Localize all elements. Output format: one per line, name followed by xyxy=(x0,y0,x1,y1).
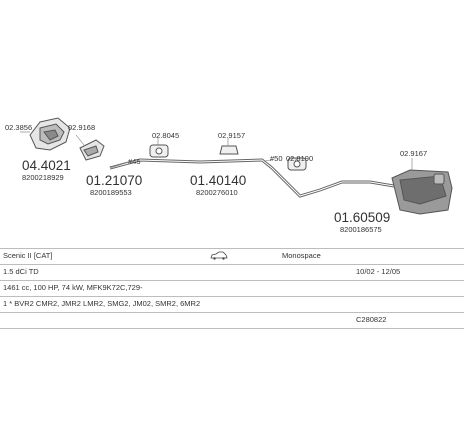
part-code: 01.21070 xyxy=(86,173,142,188)
kit-reference-code: C280822 xyxy=(356,315,387,324)
part-ref-label: 02.9168 xyxy=(68,123,95,132)
part-ref-label: 02.8045 xyxy=(152,131,179,140)
vehicle-years: 10/02 - 12/05 xyxy=(356,267,401,276)
vehicle-info-table: Scenic II [CAT] Monospace 1.5 dCi TD 10/… xyxy=(0,248,464,329)
car-icon xyxy=(210,251,228,260)
part-oem-number: 8200218929 xyxy=(22,173,64,182)
part-oem-number: 8200186575 xyxy=(340,225,382,234)
info-row-variants: 1 * BVR2 CMR2, JMR2 LMR2, SMG2, JM02, SM… xyxy=(0,296,464,312)
gasket-drawings xyxy=(149,144,307,171)
exhaust-system-diagram: 02.3856 02.9168 02.8045 02.9157 #45 #50 … xyxy=(5,117,453,234)
front-pipe-drawing xyxy=(79,139,105,161)
catalytic-converter-drawing xyxy=(29,117,71,151)
vehicle-engine: 1.5 dCi TD xyxy=(3,267,39,276)
part-ref-label: 02.9157 xyxy=(218,131,245,140)
vehicle-spec: 1461 cc, 100 HP, 74 kW, MFK9K72C,729- xyxy=(3,283,143,292)
part-ref-label: 02.9167 xyxy=(400,149,427,158)
vehicle-model: Scenic II [CAT] xyxy=(3,251,53,260)
rear-silencer-drawing xyxy=(391,169,453,215)
leader-lines xyxy=(20,131,413,170)
part-ref-label: 02.8190 xyxy=(286,154,313,163)
vehicle-variants: 1 * BVR2 CMR2, JMR2 LMR2, SMG2, JM02, SM… xyxy=(3,299,201,308)
info-row-ref: C280822 xyxy=(0,312,464,328)
info-row-model: Scenic II [CAT] Monospace xyxy=(0,248,464,264)
part-code: 01.60509 xyxy=(334,210,390,225)
vehicle-body-type: Monospace xyxy=(282,251,321,260)
middle-pipe-drawing xyxy=(109,158,395,198)
part-ref-label: #50 xyxy=(270,154,283,163)
part-oem-number: 8200276010 xyxy=(196,188,238,197)
part-code: 04.4021 xyxy=(22,158,71,173)
part-oem-number: 8200189553 xyxy=(90,188,132,197)
pipe-highlight xyxy=(109,159,395,197)
part-ref-label: 02.3856 xyxy=(5,123,32,132)
info-row-engine: 1.5 dCi TD 10/02 - 12/05 xyxy=(0,264,464,280)
info-row-spec: 1461 cc, 100 HP, 74 kW, MFK9K72C,729- xyxy=(0,280,464,296)
part-code: 01.40140 xyxy=(190,173,246,188)
part-ref-label: #45 xyxy=(128,157,141,166)
